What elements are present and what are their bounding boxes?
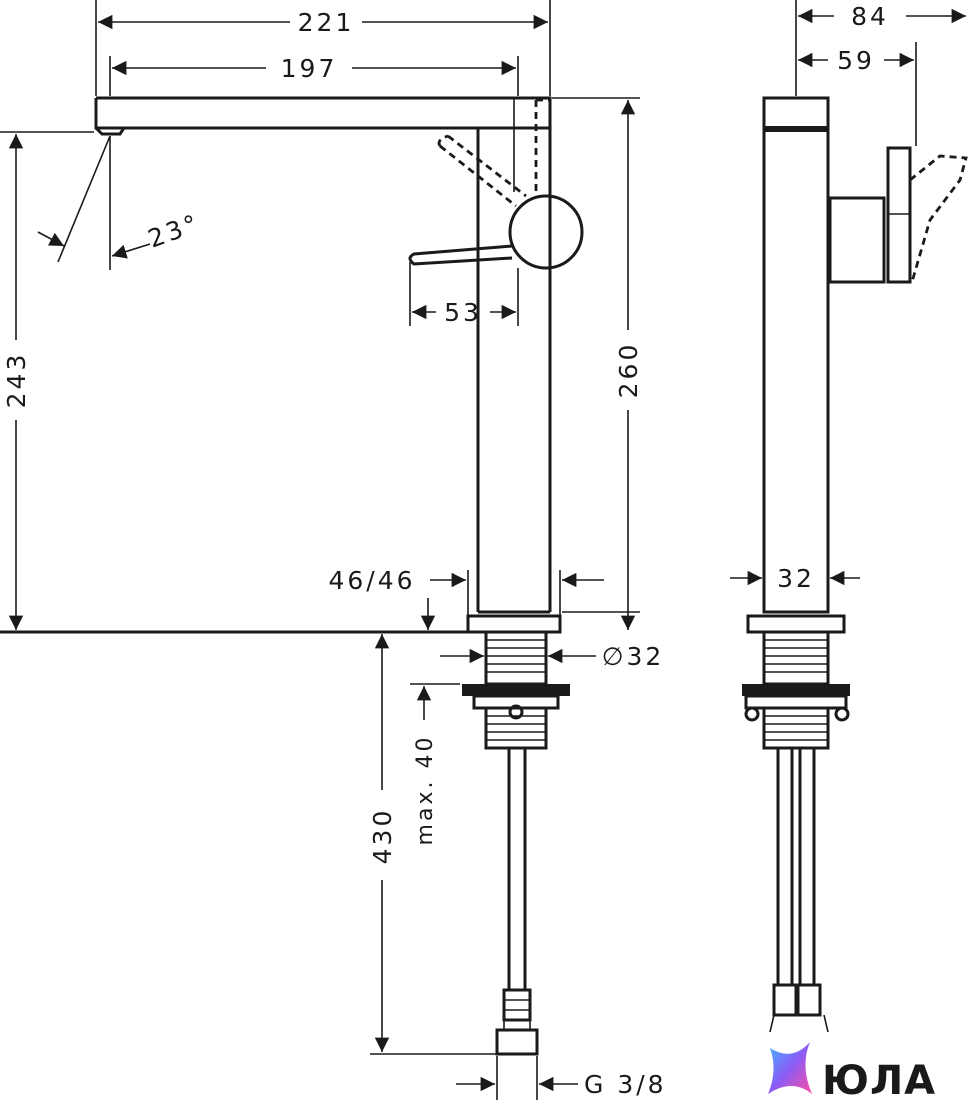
dim-spout-angle: 23° [144, 208, 204, 253]
dim-total-height: 243 [2, 352, 31, 409]
thread [484, 630, 548, 686]
lower-thread [484, 706, 548, 750]
dim-total-width: 221 [298, 8, 355, 37]
dim-body-height: 260 [614, 342, 643, 399]
handle-ghost-angled [437, 134, 527, 208]
dim-base-size: 46/46 [328, 566, 415, 595]
handle-ghost-vertical [534, 98, 552, 198]
brand-logo: ЮЛА [768, 1042, 936, 1100]
spout [94, 96, 552, 136]
dim-thread-diameter: ∅32 [602, 642, 665, 671]
brand-logo-text: ЮЛА [822, 1058, 936, 1100]
dim-max-thickness: max. 40 [413, 735, 438, 846]
mounting-nut [462, 684, 570, 720]
dim-hose-length: 430 [368, 808, 397, 865]
dim-spout-reach: 197 [281, 54, 338, 83]
base-ring [0, 614, 562, 634]
handle [408, 194, 584, 270]
dim-side-base: 32 [777, 564, 815, 593]
side-view [742, 96, 968, 1033]
brand-star-icon [768, 1042, 812, 1094]
dim-side-depth: 84 [851, 2, 889, 31]
dim-connection: G 3/8 [584, 1070, 667, 1099]
supply-hose [495, 748, 539, 1056]
dim-handle-length: 53 [444, 298, 482, 327]
faucet-body [476, 98, 552, 614]
front-view [0, 96, 584, 1056]
dim-side-handle-depth: 59 [837, 46, 875, 75]
